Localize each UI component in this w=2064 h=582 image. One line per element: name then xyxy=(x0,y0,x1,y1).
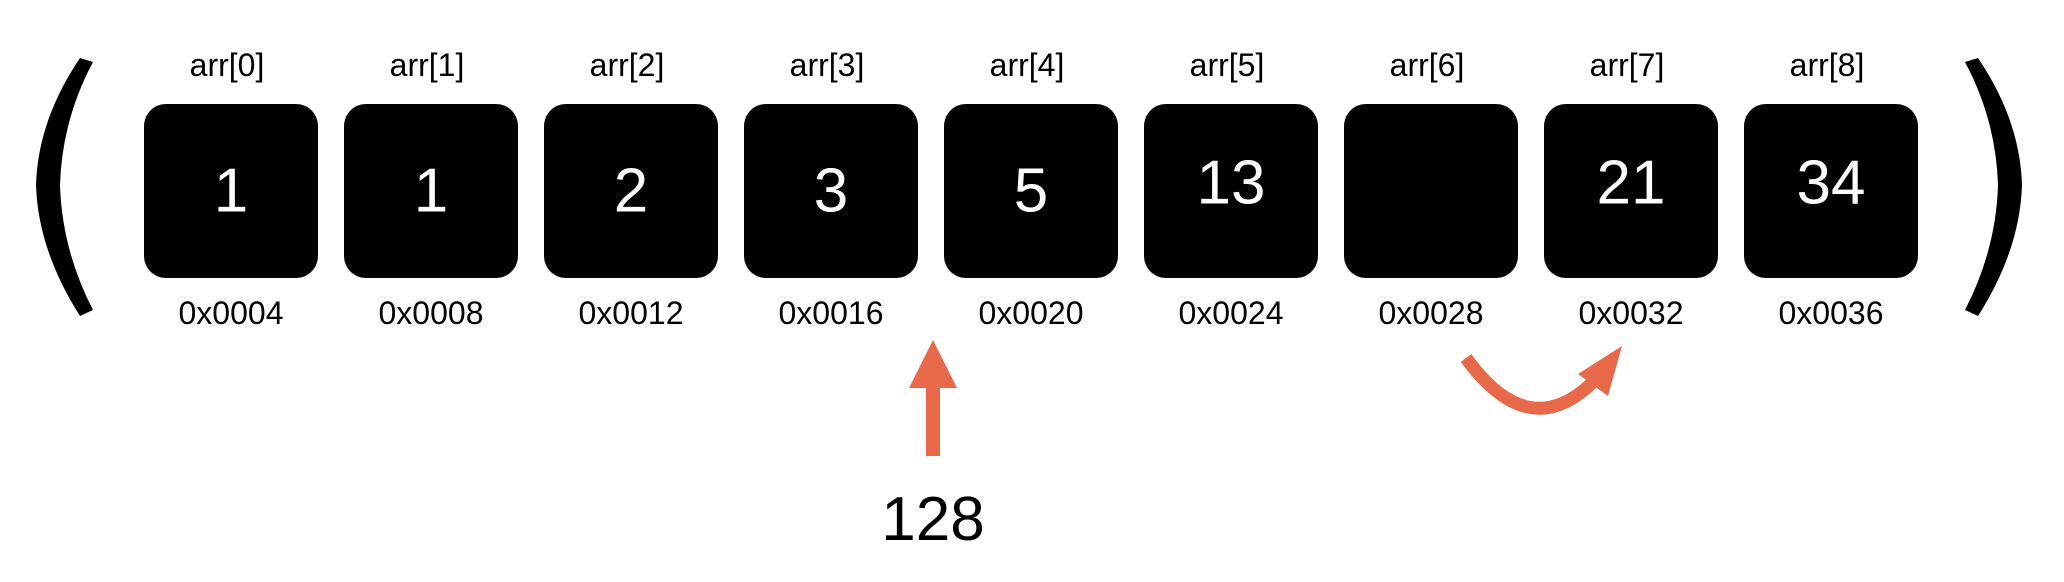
cell-value: 21 xyxy=(1597,149,1666,218)
cell-index-label: arr[6] xyxy=(1390,47,1465,83)
array-cell xyxy=(944,104,1118,278)
cell-index-label: arr[7] xyxy=(1590,47,1665,83)
array-cell xyxy=(1544,104,1718,278)
cell-value: 13 xyxy=(1197,149,1266,218)
cell-address: 0x0024 xyxy=(1179,295,1284,331)
cell-index-label: arr[2] xyxy=(590,47,665,83)
right-bracket xyxy=(1965,58,2022,316)
cell-value: 5 xyxy=(1014,157,1048,226)
array-cell xyxy=(744,104,918,278)
cell-value: 3 xyxy=(814,157,848,226)
cell-index-label: arr[5] xyxy=(1190,47,1265,83)
cell-index-label: arr[8] xyxy=(1790,47,1865,83)
cell-address: 0x0020 xyxy=(979,295,1084,331)
cell-index-label: arr[0] xyxy=(190,47,265,83)
cell-value: 1 xyxy=(214,157,248,226)
cell-address: 0x0036 xyxy=(1779,295,1884,331)
cell-index-label: arr[4] xyxy=(990,47,1065,83)
cell-address: 0x0016 xyxy=(779,295,884,331)
array-cells: arr[0] 1 0x0004 arr[1] 1 0x0008 arr[2] 2… xyxy=(144,47,1918,331)
cell-index-label: arr[3] xyxy=(790,47,865,83)
cell-index-label: arr[1] xyxy=(390,47,465,83)
curved-arrow-right-icon xyxy=(1460,346,1622,415)
array-cell xyxy=(1144,104,1318,278)
cell-value: 1 xyxy=(414,157,448,226)
array-cell-empty xyxy=(1344,104,1518,278)
cell-address: 0x0028 xyxy=(1379,295,1484,331)
cell-address: 0x0008 xyxy=(379,295,484,331)
array-cell xyxy=(344,104,518,278)
array-cell xyxy=(144,104,318,278)
arrow-up-icon xyxy=(909,340,957,456)
cell-address: 0x0012 xyxy=(579,295,684,331)
cell-value: 2 xyxy=(614,157,648,226)
left-bracket xyxy=(36,58,93,316)
cell-value: 34 xyxy=(1797,149,1866,218)
cell-address: 0x0004 xyxy=(179,295,284,331)
insert-value: 128 xyxy=(881,485,984,554)
array-cell xyxy=(1744,104,1918,278)
array-cell xyxy=(544,104,718,278)
cell-address: 0x0032 xyxy=(1579,295,1684,331)
